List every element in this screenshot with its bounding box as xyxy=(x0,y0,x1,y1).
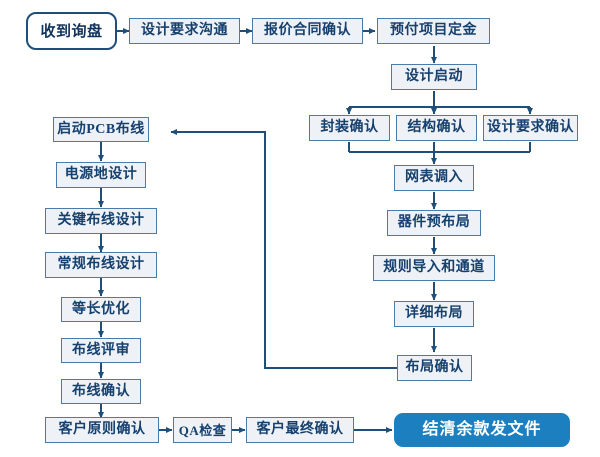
node-start-routing[interactable]: 启动PCB布线 xyxy=(53,117,149,142)
node-power-ground[interactable]: 电源地设计 xyxy=(56,162,146,188)
node-prepay-deposit[interactable]: 预付项目定金 xyxy=(377,18,490,44)
node-component-preplace[interactable]: 器件预布局 xyxy=(387,210,481,236)
node-normal-routing[interactable]: 常规布线设计 xyxy=(45,252,157,278)
node-customer-final[interactable]: 客户最终确认 xyxy=(246,417,354,443)
node-inquiry[interactable]: 收到询盘 xyxy=(26,12,117,50)
node-key-routing[interactable]: 关键布线设计 xyxy=(45,208,157,234)
node-netlist-import[interactable]: 网表调入 xyxy=(394,165,474,191)
node-package-confirm[interactable]: 封装确认 xyxy=(309,115,390,141)
node-length-tuning[interactable]: 等长优化 xyxy=(61,297,141,322)
node-rule-import[interactable]: 规则导入和通道 xyxy=(373,255,495,281)
node-settle-payment[interactable]: 结清余款发文件 xyxy=(394,413,570,447)
node-detail-layout[interactable]: 详细布局 xyxy=(394,301,474,327)
node-customer-principle[interactable]: 客户原则确认 xyxy=(45,417,159,443)
node-structure-confirm[interactable]: 结构确认 xyxy=(396,115,477,141)
node-qa-check[interactable]: QA检查 xyxy=(173,417,232,443)
node-design-start[interactable]: 设计启动 xyxy=(391,64,477,90)
node-design-req-comm[interactable]: 设计要求沟通 xyxy=(129,18,240,44)
node-design-req-confirm[interactable]: 设计要求确认 xyxy=(483,115,578,141)
link-layoutconfirm-to-startrouting xyxy=(170,129,400,369)
node-routing-review[interactable]: 布线评审 xyxy=(61,338,141,363)
node-routing-confirm[interactable]: 布线确认 xyxy=(61,379,141,404)
node-quote-contract[interactable]: 报价合同确认 xyxy=(252,18,363,44)
node-layout-confirm[interactable]: 布局确认 xyxy=(397,355,472,381)
